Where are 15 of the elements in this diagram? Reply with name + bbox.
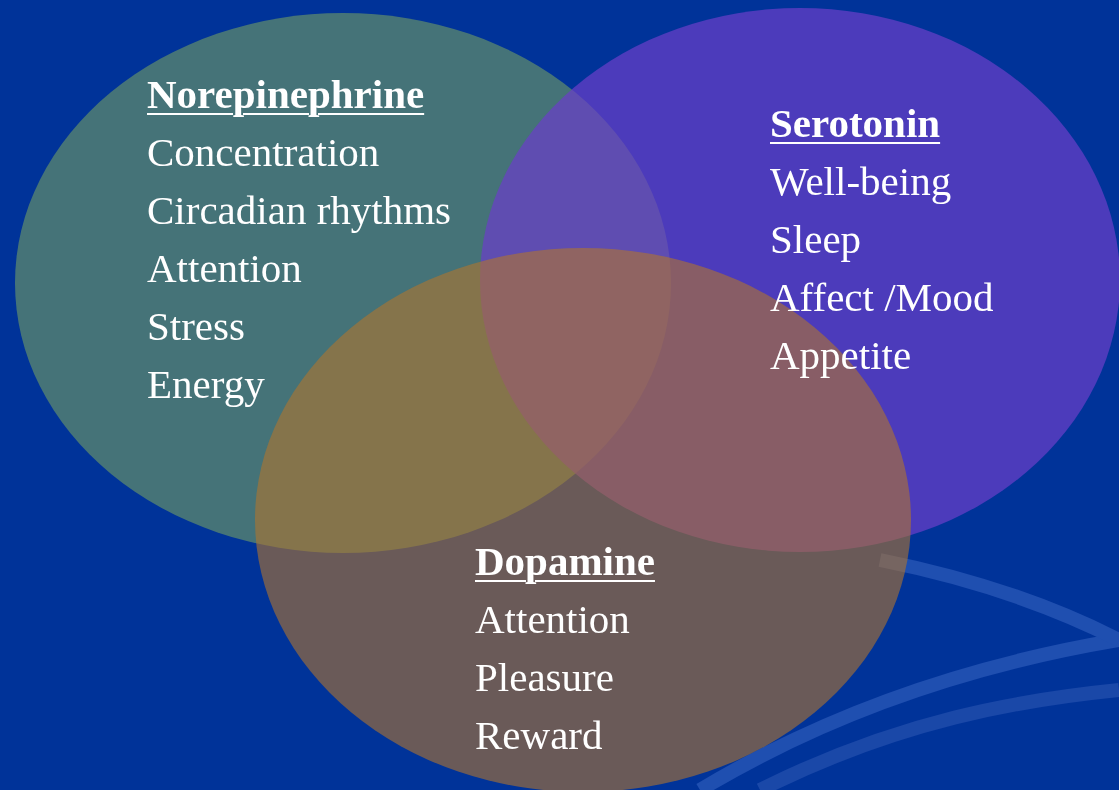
- function-text: Circadian rhythms: [147, 186, 452, 235]
- function-text: Reward: [475, 711, 603, 760]
- function-text: Attention: [475, 595, 630, 644]
- function-text: Sleep: [770, 215, 862, 264]
- function-text: Attention: [147, 244, 302, 293]
- function-text: Appetite: [770, 331, 912, 380]
- function-text: Well-being: [770, 157, 952, 206]
- neurotransmitter-heading: Norepinephrine: [147, 70, 425, 119]
- neurotransmitter-heading: Dopamine: [475, 537, 655, 586]
- neurotransmitter-heading: Serotonin: [770, 99, 941, 148]
- function-text: Energy: [147, 360, 265, 409]
- function-text: Concentration: [147, 128, 380, 177]
- function-text: Pleasure: [475, 653, 614, 702]
- function-text: Stress: [147, 302, 245, 351]
- function-text: Affect /Mood: [770, 273, 994, 322]
